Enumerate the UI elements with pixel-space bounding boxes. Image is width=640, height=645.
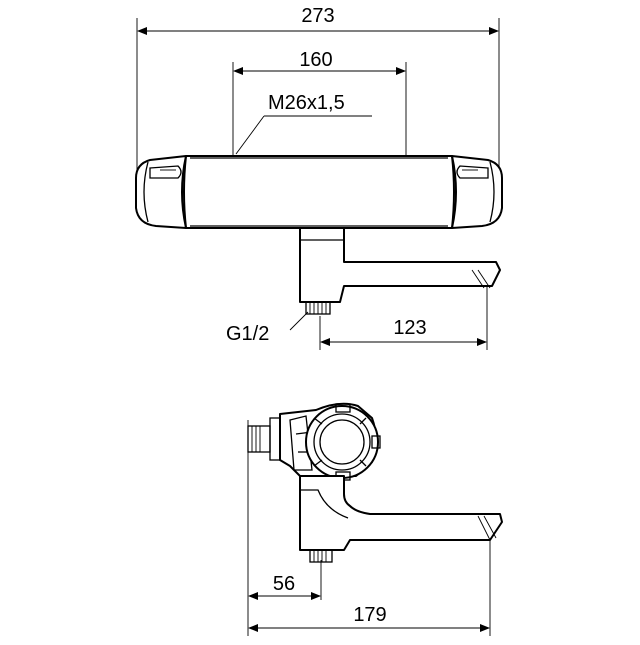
left-handle [135, 155, 187, 229]
extension-lines-side [247, 420, 491, 636]
side-wall-connector [247, 417, 281, 461]
front-view: 273 160 M26x1,5 [135, 5, 503, 350]
dimension-overall-width: 273 [137, 5, 499, 35]
side-inlet-fitting [309, 549, 333, 563]
front-spout [299, 227, 501, 303]
dimension-outlet-distance: 123 [320, 317, 487, 346]
dimension-label-depth: 179 [353, 604, 386, 626]
thread-label-body: M26x1,5 [268, 92, 345, 114]
extension-lines-front [136, 18, 500, 350]
side-view: 56 179 [247, 402, 503, 636]
dimension-label-body-length: 160 [299, 49, 332, 71]
dimension-label-outlet-distance: 123 [393, 317, 426, 339]
side-spout [299, 475, 503, 551]
side-handle-knob [305, 403, 381, 481]
dimension-body-length: 160 [233, 49, 406, 75]
dimension-inlet-offset: 56 [248, 573, 321, 600]
mixer-body [183, 155, 455, 229]
dimension-label-inlet-offset: 56 [273, 573, 295, 595]
dimension-depth: 179 [248, 604, 490, 632]
right-handle [451, 155, 503, 229]
front-inlet-fitting [305, 301, 331, 315]
thread-label-inlet: G1/2 [226, 323, 269, 345]
thread-callout-body: M26x1,5 [235, 92, 372, 155]
thread-callout-inlet: G1/2 [226, 311, 309, 345]
dimension-label-overall-width: 273 [301, 5, 334, 27]
